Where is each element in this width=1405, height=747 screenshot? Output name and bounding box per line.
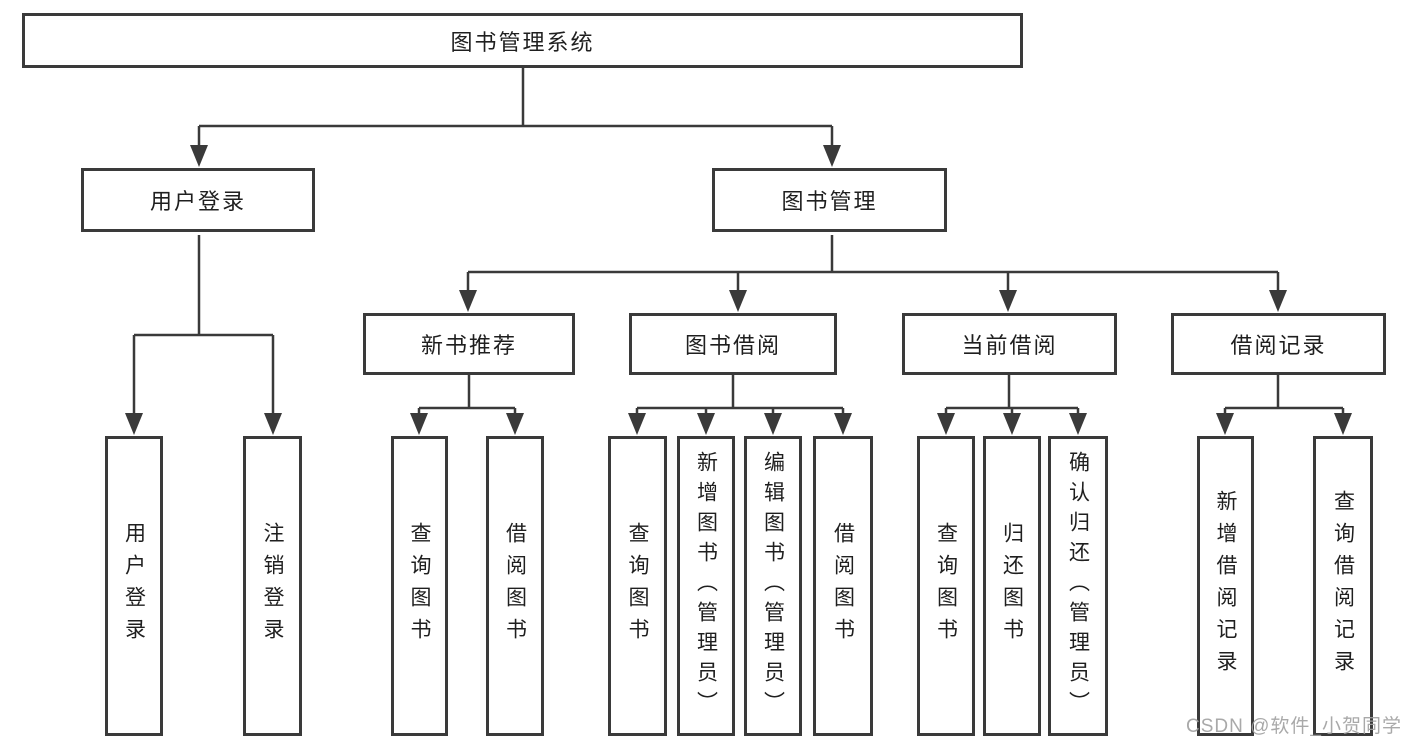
leaf-label: 查询图书 bbox=[626, 522, 649, 650]
node-book-borrowing: 图书借阅 bbox=[629, 313, 837, 375]
node-current-borrowing: 当前借阅 bbox=[902, 313, 1117, 375]
node-root-library-system: 图书管理系统 bbox=[22, 13, 1023, 68]
leaf-label: 归还图书 bbox=[1000, 522, 1024, 650]
leaf-label: 查询图书 bbox=[934, 522, 958, 650]
leaf-label: 借阅图书 bbox=[503, 522, 527, 650]
leaf-label: 确认归还（管理员） bbox=[1066, 451, 1090, 721]
leaf-logout: 注销登录 bbox=[243, 436, 302, 736]
leaf-query-books-borrowing: 查询图书 bbox=[608, 436, 667, 736]
leaf-user-login: 用户登录 bbox=[105, 436, 163, 736]
connector-root-to-level2 bbox=[197, 68, 834, 150]
leaf-label: 查询借阅记录 bbox=[1331, 490, 1355, 682]
leaf-query-books-recommend: 查询图书 bbox=[391, 436, 448, 736]
leaf-label: 查询图书 bbox=[408, 522, 431, 650]
leaf-add-borrow-record: 新增借阅记录 bbox=[1197, 436, 1254, 736]
connector-borrowing-records-to-leaves bbox=[1223, 375, 1345, 418]
leaf-add-books-admin: 新增图书（管理员） bbox=[677, 436, 735, 736]
node-borrowing-records: 借阅记录 bbox=[1171, 313, 1386, 375]
arrowheads bbox=[125, 145, 1352, 435]
connector-book-borrowing-to-leaves bbox=[635, 375, 845, 418]
leaf-label: 新增借阅记录 bbox=[1214, 490, 1237, 682]
leaf-query-books-current: 查询图书 bbox=[917, 436, 975, 736]
connector-new-book-recommend-to-leaves bbox=[417, 375, 517, 418]
leaf-label: 借阅图书 bbox=[831, 522, 855, 650]
leaf-label: 新增图书（管理员） bbox=[694, 451, 718, 721]
leaf-edit-books-admin: 编辑图书（管理员） bbox=[744, 436, 802, 736]
connector-book-management-to-level3 bbox=[466, 235, 1280, 294]
leaf-label: 编辑图书（管理员） bbox=[761, 451, 785, 721]
leaf-label: 用户登录 bbox=[122, 522, 146, 650]
node-book-management: 图书管理 bbox=[712, 168, 947, 232]
node-new-book-recommend: 新书推荐 bbox=[363, 313, 575, 375]
connector-current-borrowing-to-leaves bbox=[944, 375, 1080, 418]
leaf-borrow-books-recommend: 借阅图书 bbox=[486, 436, 544, 736]
connector-user-login-to-leaves bbox=[132, 235, 275, 418]
leaf-borrow-books-borrowing: 借阅图书 bbox=[813, 436, 873, 736]
leaf-label: 注销登录 bbox=[261, 522, 284, 650]
leaf-return-books: 归还图书 bbox=[983, 436, 1041, 736]
leaf-query-borrow-record: 查询借阅记录 bbox=[1313, 436, 1373, 736]
leaf-confirm-return-admin: 确认归还（管理员） bbox=[1048, 436, 1108, 736]
node-user-login: 用户登录 bbox=[81, 168, 315, 232]
csdn-watermark: CSDN @软件_小贺同学 bbox=[1186, 716, 1402, 737]
